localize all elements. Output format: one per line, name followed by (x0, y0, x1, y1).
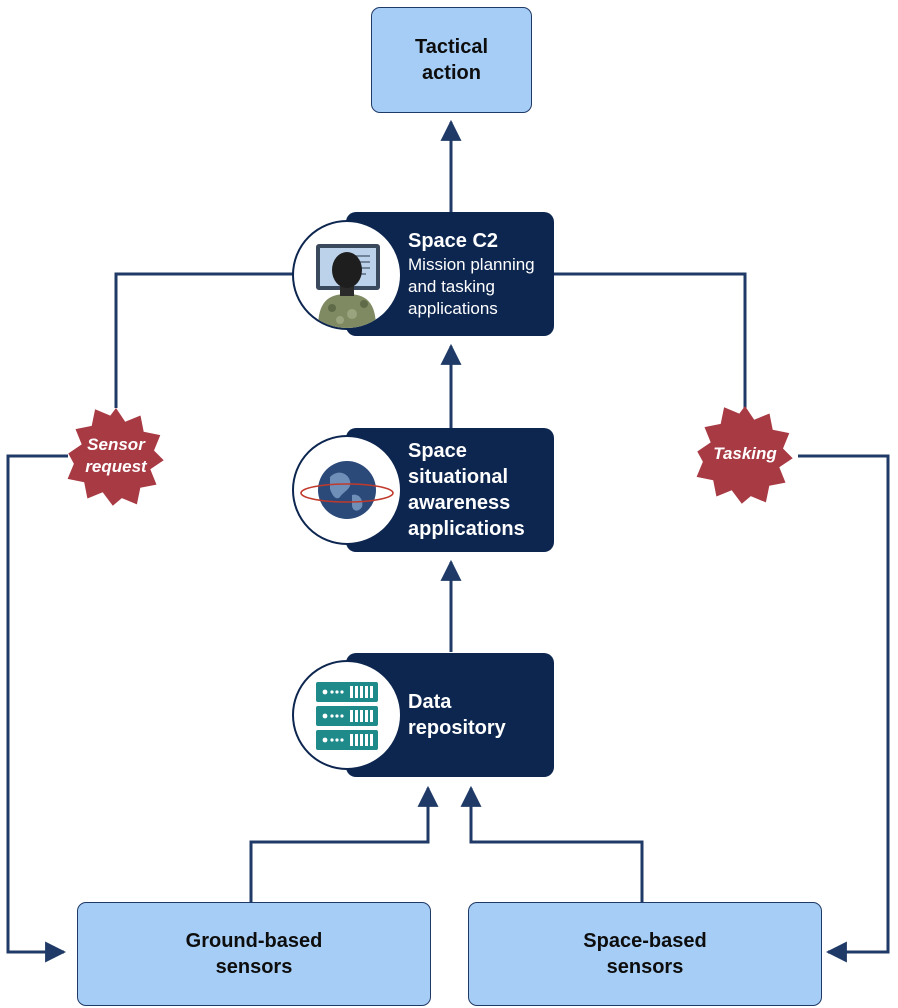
ground-based-sensors-label: Ground-based sensors (185, 930, 323, 978)
arrow-tasking-to-space (798, 454, 890, 963)
data-repository-title: Data repository (408, 691, 506, 739)
tasking-label: Tasking (713, 444, 777, 463)
space-based-sensors-box: Space-based sensors (468, 902, 822, 1006)
starburst-shape (696, 406, 793, 504)
line-c2-to-sensor-request (114, 272, 296, 408)
arrow-ground-to-repo (249, 785, 439, 902)
sensor-request-badge: Sensor request (66, 406, 166, 506)
starburst-shape (67, 408, 164, 506)
globe-with-orbit-icon (292, 435, 402, 545)
tasking-badge: Tasking (695, 404, 795, 504)
ssa-title: Space situational awareness applications (408, 440, 525, 540)
sensor-request-label: Sensor request (85, 435, 147, 476)
space-c2-title: Space C2 (408, 230, 499, 252)
space-based-sensors-label: Space-based sensors (583, 930, 707, 978)
operator-at-computer-icon (292, 220, 402, 330)
server-rack-icon (292, 660, 402, 770)
arrow-space-to-repo (460, 785, 644, 902)
tactical-action-label: Tactical action (415, 36, 488, 84)
ground-based-sensors-box: Ground-based sensors (77, 902, 431, 1006)
tactical-action-box: Tactical action (371, 7, 532, 113)
arrow-sensor-request-to-ground (6, 454, 68, 963)
line-c2-to-tasking (553, 272, 747, 408)
space-c2-subtitle: Mission planning and tasking application… (408, 255, 535, 318)
